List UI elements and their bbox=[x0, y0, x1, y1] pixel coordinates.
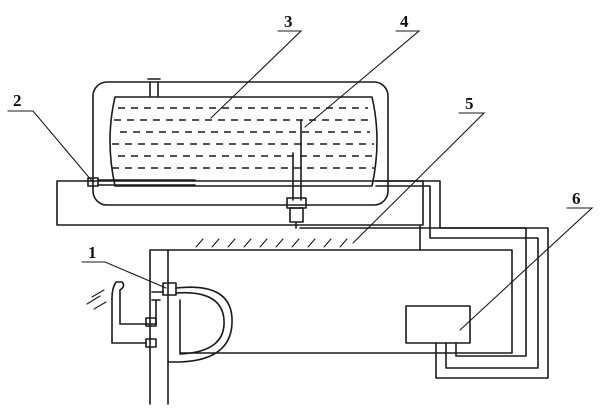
pipe-loop-outer bbox=[375, 180, 549, 379]
controller-box bbox=[405, 305, 471, 344]
tank-housing bbox=[92, 81, 389, 206]
sensor-probe bbox=[286, 119, 307, 229]
heating-element bbox=[87, 177, 196, 187]
pipe-to-controller bbox=[299, 227, 527, 357]
inner-tank bbox=[109, 96, 378, 187]
label-2: 2 bbox=[13, 91, 22, 110]
top-fitting bbox=[147, 78, 161, 97]
liquid-level bbox=[112, 107, 374, 169]
coil-element bbox=[195, 238, 348, 248]
label-4: 4 bbox=[400, 12, 409, 31]
label-3: 3 bbox=[284, 12, 293, 31]
mounting-frame bbox=[56, 180, 424, 226]
lower-enclosure bbox=[149, 225, 421, 405]
pipe-loop-inner bbox=[375, 185, 539, 369]
valve-assembly bbox=[86, 281, 233, 363]
label-5: 5 bbox=[465, 94, 474, 113]
lower-enclosure-inner bbox=[179, 249, 513, 354]
leader-lines bbox=[7, 30, 594, 331]
label-1: 1 bbox=[88, 243, 97, 262]
label-6: 6 bbox=[572, 189, 581, 208]
